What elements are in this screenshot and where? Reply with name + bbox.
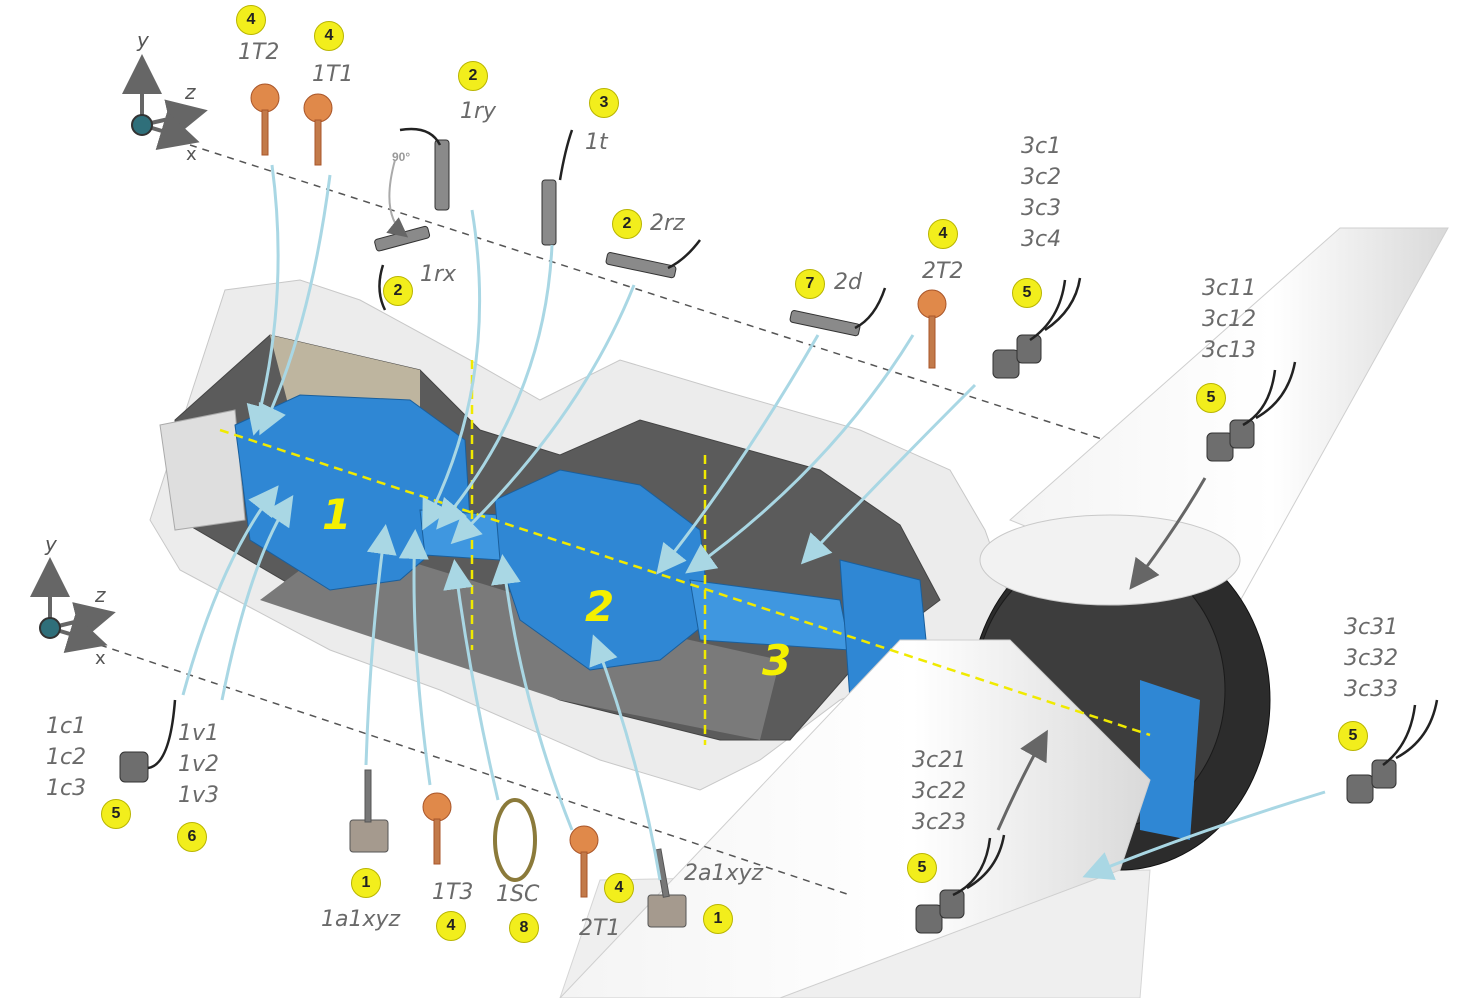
- accelerometer-icon: [349, 769, 687, 928]
- label-group-3c11: 3c11 3c12 3c13: [1202, 273, 1256, 366]
- badge-1a1xyz: 1: [351, 868, 381, 898]
- axis-label-x-top: x: [186, 144, 197, 165]
- axis-label-z-bottom: z: [95, 583, 106, 607]
- label-3c1: 3c1: [1021, 134, 1062, 159]
- label-2d: 2d: [834, 270, 862, 295]
- angle-arc: [386, 159, 409, 238]
- label-3c13: 3c13: [1202, 338, 1257, 363]
- label-1SC: 1SC: [496, 882, 540, 907]
- sensor-cables: [378, 127, 887, 330]
- label-2a1xyz: 2a1xyz: [684, 861, 764, 886]
- axis-label-z-top: z: [185, 80, 196, 104]
- axes-bottom: [29, 557, 116, 653]
- connector-arrows-dark: [996, 477, 1207, 831]
- label-2T1: 2T1: [579, 916, 621, 941]
- label-group-3c21: 3c21 3c22 3c23: [912, 745, 966, 838]
- electrical-box: [159, 409, 246, 531]
- label-1rx: 1rx: [420, 262, 457, 287]
- ref-line-top: [189, 144, 1106, 441]
- connector-arrows-light: [181, 164, 1326, 881]
- label-group-3c1: 3c1 3c2 3c3 3c4: [1021, 131, 1061, 255]
- axis-label-x-bottom: x: [95, 648, 106, 669]
- label-group-3c31: 3c31 3c32 3c33: [1344, 612, 1398, 705]
- badge-1rx: 2: [383, 276, 413, 306]
- zone-label-2: 2: [585, 582, 615, 631]
- badge-1T3: 4: [436, 911, 466, 941]
- badge-2T2: 4: [928, 219, 958, 249]
- current-clamp-icon: [119, 334, 1397, 934]
- hub-bolts: [1140, 680, 1200, 840]
- label-3c21: 3c21: [912, 748, 967, 773]
- label-3c23: 3c23: [912, 810, 967, 835]
- label-3c31: 3c31: [1344, 615, 1399, 640]
- badge-1c1: 5: [101, 799, 131, 829]
- label-1ry: 1ry: [460, 99, 497, 124]
- axes-top: [122, 54, 208, 150]
- angle-label: 90°: [392, 150, 411, 164]
- badge-3c31: 5: [1338, 721, 1368, 751]
- badge-1SC: 8: [509, 913, 539, 943]
- label-2rz: 2rz: [650, 211, 685, 236]
- label-3c22: 3c22: [912, 779, 967, 804]
- label-1t: 1t: [585, 130, 608, 155]
- badge-2T1: 4: [604, 873, 634, 903]
- label-1T2: 1T2: [238, 40, 280, 65]
- badge-1T2: 4: [236, 5, 266, 35]
- zone-label-1: 1: [322, 490, 352, 539]
- label-1a1xyz: 1a1xyz: [321, 907, 401, 932]
- zone-label-3: 3: [762, 636, 792, 685]
- badge-2rz: 2: [612, 209, 642, 239]
- label-1v1: 1v1: [178, 721, 220, 746]
- badge-1T1: 4: [314, 21, 344, 51]
- badge-3c1: 5: [1012, 278, 1042, 308]
- blade-root-upper: [979, 514, 1241, 606]
- label-group-1c1: 1c1 1c2 1c3: [46, 711, 86, 804]
- label-3c33: 3c33: [1344, 677, 1399, 702]
- label-3c32: 3c32: [1344, 646, 1399, 671]
- axis-label-y-bottom: y: [45, 532, 57, 556]
- label-3c11: 3c11: [1202, 276, 1257, 301]
- label-3c3: 3c3: [1021, 196, 1062, 221]
- badge-3c11: 5: [1196, 383, 1226, 413]
- label-1c3: 1c3: [46, 776, 87, 801]
- badge-2a1xyz: 1: [703, 904, 733, 934]
- badge-1t: 3: [589, 88, 619, 118]
- rotation-sensor-icon: [374, 139, 861, 337]
- label-group-1v1: 1v1 1v2 1v3: [178, 718, 219, 811]
- label-3c12: 3c12: [1202, 307, 1257, 332]
- temperature-probe-icon: [250, 83, 947, 898]
- badge-1v1: 6: [177, 822, 207, 852]
- label-2T2: 2T2: [922, 259, 964, 284]
- label-1v2: 1v2: [178, 752, 220, 777]
- label-3c2: 3c2: [1021, 165, 1062, 190]
- label-1c2: 1c2: [46, 745, 87, 770]
- axis-label-y-top: y: [137, 28, 149, 52]
- label-1T1: 1T1: [312, 62, 354, 87]
- gearbox: [494, 469, 711, 671]
- shaft-axis-line: [219, 428, 1151, 737]
- label-1v3: 1v3: [178, 783, 220, 808]
- clamp-cables: [147, 277, 1439, 897]
- label-1T3: 1T3: [432, 880, 474, 905]
- speed-coil-icon: [493, 798, 537, 882]
- badge-1ry: 2: [458, 61, 488, 91]
- interior-floor: [260, 540, 780, 740]
- label-1c1: 1c1: [46, 714, 87, 739]
- label-3c4: 3c4: [1021, 227, 1062, 252]
- badge-3c21: 5: [907, 853, 937, 883]
- badge-2d: 7: [795, 269, 825, 299]
